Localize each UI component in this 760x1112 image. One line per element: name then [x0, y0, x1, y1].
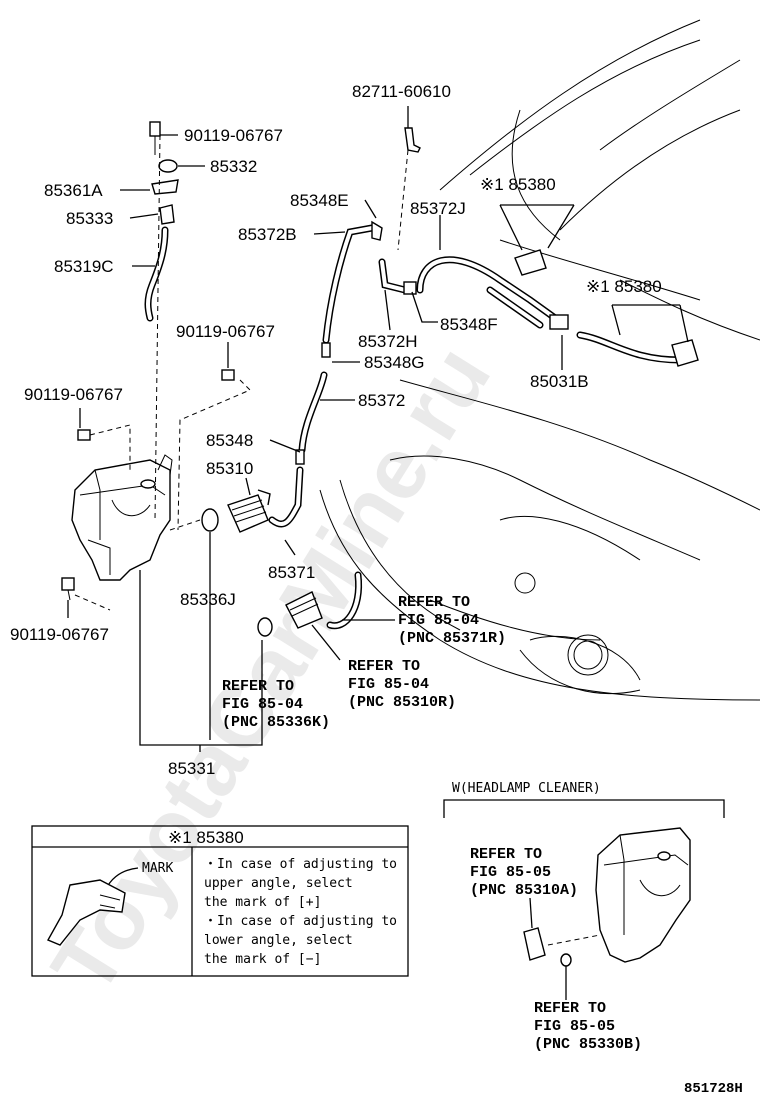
vehicle-body-outline [319, 19, 760, 701]
ref4-line1: REFER TO [470, 846, 542, 863]
ref3-line2: FIG 85-04 [222, 696, 303, 713]
label-90119-06767-d: 90119-06767 [10, 625, 109, 644]
label-85348E: 85348E [290, 191, 349, 210]
label-85336J: 85336J [180, 590, 236, 609]
note-line-4: ・In case of adjusting to [204, 914, 397, 929]
ref3-line1: REFER TO [222, 678, 294, 695]
label-85333: 85333 [66, 209, 113, 228]
inset-tank [595, 827, 691, 963]
label-85380-a: ※1 85380 [480, 175, 556, 194]
label-85372J: 85372J [410, 199, 466, 218]
pump-85310R [257, 591, 323, 637]
label-85372: 85372 [358, 391, 405, 410]
label-85331: 85331 [168, 759, 215, 778]
note-line-6: the mark of [−] [204, 952, 321, 967]
ref5-line3: (PNC 85330B) [534, 1036, 642, 1053]
ref1-line1: REFER TO [398, 594, 470, 611]
label-85372B: 85372B [238, 225, 297, 244]
washer-nozzles-85380 [514, 249, 699, 367]
note-mark-label: MARK [142, 861, 173, 876]
ref1-line3: (PNC 85371R) [398, 630, 506, 647]
inset-pump [523, 927, 546, 961]
filler-cap-parts [149, 121, 179, 225]
pump-85310 [201, 489, 271, 533]
label-85361A: 85361A [44, 181, 103, 200]
washer-tank-85331 [71, 454, 173, 581]
ref2-line1: REFER TO [348, 658, 420, 675]
label-85319C: 85319C [54, 257, 114, 276]
ref4-line2: FIG 85-05 [470, 864, 551, 881]
label-90119-06767-c: 90119-06767 [24, 385, 123, 404]
label-85372H: 85372H [358, 332, 418, 351]
ref2-line2: FIG 85-04 [348, 676, 429, 693]
ref2-line3: (PNC 85310R) [348, 694, 456, 711]
label-leaders [67, 106, 689, 752]
ref3-line3: (PNC 85336K) [222, 714, 330, 731]
label-85310: 85310 [206, 459, 253, 478]
note-line-5: lower angle, select [204, 933, 353, 948]
label-90119-06767-b: 90119-06767 [176, 322, 275, 341]
label-85348G: 85348G [364, 353, 425, 372]
headlamp-cleaner-inset: W(HEADLAMP CLEANER) REFER TO FIG 85-05 (… [443, 781, 725, 1053]
hose-joints [295, 127, 569, 465]
ref1-line2: FIG 85-04 [398, 612, 479, 629]
washer-hoses [268, 224, 684, 630]
refer-to-notes: REFER TO FIG 85-04 (PNC 85371R) REFER TO… [222, 594, 506, 731]
ref5-line1: REFER TO [534, 1000, 606, 1017]
label-85332: 85332 [210, 157, 257, 176]
label-85348F: 85348F [440, 315, 498, 334]
ref5-line2: FIG 85-05 [534, 1018, 615, 1035]
label-82711-60610: 82711-60610 [352, 82, 451, 101]
ref4-line3: (PNC 85310A) [470, 882, 578, 899]
note-line-2: upper angle, select [204, 876, 353, 891]
inset-title: W(HEADLAMP CLEANER) [452, 781, 601, 796]
part-labels: 82711-60610 90119-06767 85332 85361A 853… [10, 82, 662, 778]
note-line-3: the mark of [+] [204, 895, 321, 910]
note-line-1: ・In case of adjusting to [204, 857, 397, 872]
figure-id: 851728H [684, 1081, 743, 1097]
label-85031B: 85031B [530, 372, 589, 391]
filler-neck-85319C [144, 226, 169, 322]
label-85380-b: ※1 85380 [586, 277, 662, 296]
label-90119-06767-a: 90119-06767 [184, 126, 283, 145]
nozzle-note-box: ※1 85380 MARK ・In case of adjusting to u… [31, 825, 409, 977]
label-85348: 85348 [206, 431, 253, 450]
note-box-title: ※1 85380 [168, 828, 244, 847]
dashed-leaders [74, 134, 409, 611]
label-85371: 85371 [268, 563, 315, 582]
